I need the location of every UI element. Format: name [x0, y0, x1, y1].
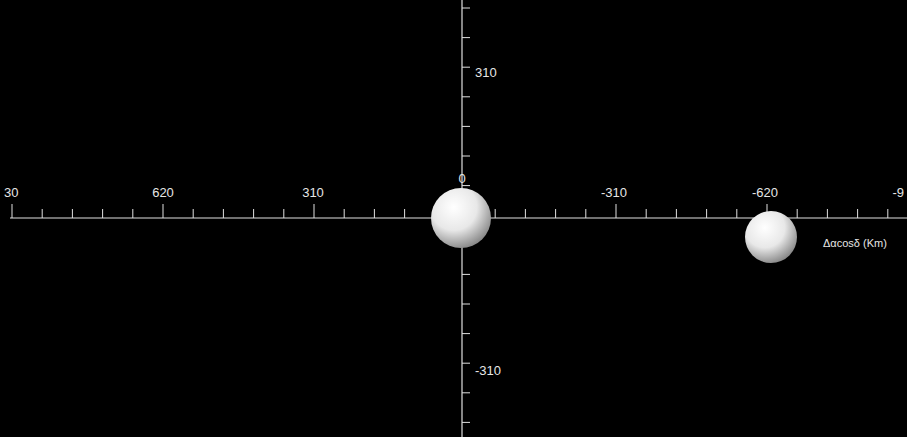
axis-lines: [10, 0, 907, 437]
tick-label: 310: [475, 65, 497, 80]
tick-label: -620: [752, 185, 778, 200]
tick-label: 310: [302, 185, 324, 200]
satellite-sphere: [745, 211, 797, 263]
tick-label: -310: [475, 363, 501, 378]
tick-label: 30: [4, 185, 18, 200]
axis-ticks: [12, 8, 888, 422]
axis-title: Δαcosδ (Km): [823, 236, 887, 251]
tick-label: 620: [152, 185, 174, 200]
tick-label: -310: [601, 185, 627, 200]
tick-label: 0: [458, 171, 465, 186]
tick-label: -9: [892, 185, 904, 200]
body-sphere: [431, 188, 491, 248]
